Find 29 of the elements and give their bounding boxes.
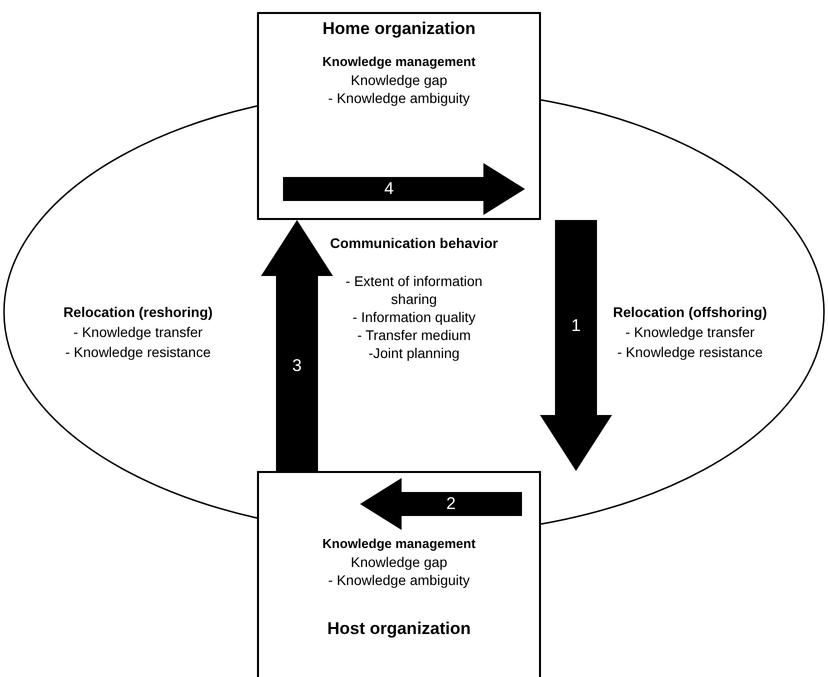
edge-label: 3 [292,356,302,376]
section-heading: Knowledge management [321,536,477,552]
block-arrow [261,220,333,471]
section-heading: Relocation (offshoring) [612,303,768,322]
list-item: Knowledge gap [350,554,448,572]
section-heading: Knowledge management [321,54,477,70]
list-item: - Transfer medium [356,326,472,344]
organization-box [257,12,541,220]
list-item: -Joint planning [367,344,461,362]
block-arrow [540,220,612,471]
organization-box [257,471,541,677]
list-item: - Knowledge ambiguity [327,90,471,108]
list-item: - Information quality [352,308,476,326]
edge-label: 1 [571,316,581,336]
block-arrow [360,478,522,530]
list-item: - Extent of information sharing [344,272,484,308]
box-title: Home organization [321,18,476,40]
section-heading: Relocation (reshoring) [62,303,214,322]
list-item: - Knowledge transfer [72,323,204,342]
list-item: - Knowledge ambiguity [327,572,471,590]
list-item: - Knowledge resistance [616,343,764,362]
list-item: Knowledge gap [350,72,448,90]
arrow-number: 4 [383,178,395,200]
box-title: Host organization [326,618,472,640]
block-arrow [283,163,525,215]
list-item: - Knowledge resistance [64,343,212,362]
list-item: - Knowledge transfer [624,323,756,342]
arrow-number: 2 [445,493,457,514]
section-heading: Communication behavior [329,234,499,252]
